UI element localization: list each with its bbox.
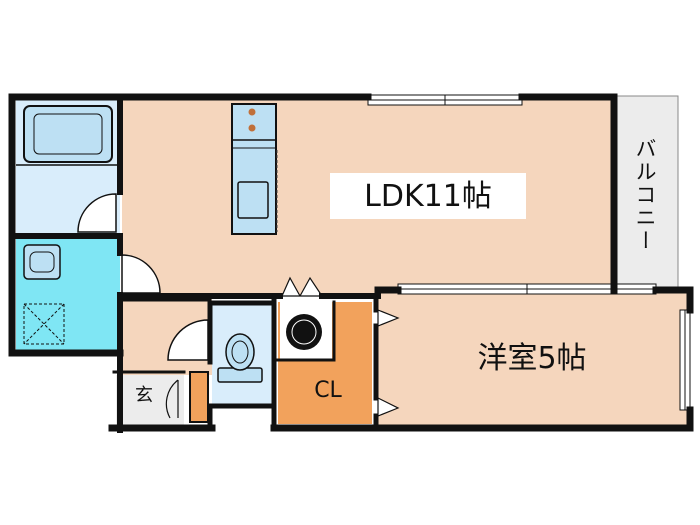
ldk-label: LDK11帖 [364, 179, 492, 214]
washer-folding-door [281, 276, 324, 297]
shoe-cabinet [189, 371, 209, 423]
balcony-label: バルコニー [633, 138, 657, 253]
washer-pan [23, 303, 65, 345]
western-room-side-window [679, 309, 691, 411]
entrance-door-swing [165, 379, 179, 419]
walls [8, 93, 694, 433]
closet-folding-door [377, 309, 400, 417]
ldk-label-bg [330, 173, 526, 219]
balcony-floor [611, 95, 679, 291]
entrance-label: 玄 [135, 385, 153, 406]
entrance-floor [116, 375, 184, 425]
kitchen-sink [237, 181, 269, 219]
closet-label: CL [314, 378, 342, 403]
washroom-door-swing [121, 254, 161, 294]
bath-door-swing [77, 193, 117, 233]
western-room-floor [378, 290, 690, 425]
ldk-window [367, 94, 523, 106]
stove-burner-icon [248, 108, 256, 116]
stove-burner-icon [248, 124, 256, 132]
western-room-label: 洋室5帖 [477, 341, 586, 376]
